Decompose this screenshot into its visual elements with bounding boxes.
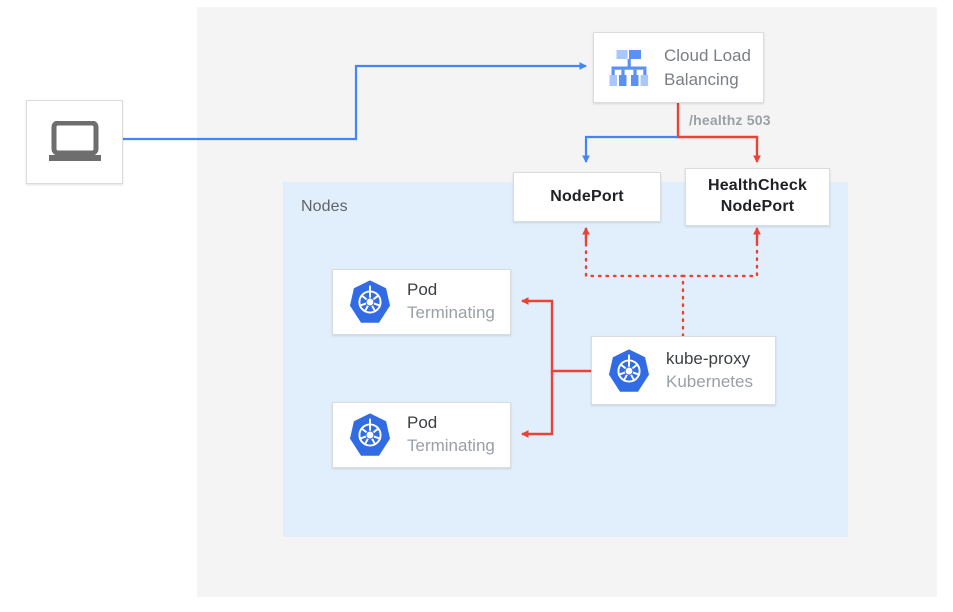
cloud-load-balancing-icon (608, 49, 650, 87)
pod-1-subtitle: Terminating (407, 303, 495, 322)
kubernetes-icon (347, 412, 393, 458)
healthz-edge-label: /healthz 503 (689, 112, 771, 128)
clb-label-line1: Cloud Load (664, 46, 751, 66)
kubernetes-icon (606, 348, 652, 394)
nodeport-node[interactable]: NodePort (513, 172, 661, 222)
client-node[interactable] (26, 100, 123, 184)
cloud-load-balancing-labels: Cloud Load Balancing (664, 44, 751, 91)
pod-2-labels: Pod Terminating (407, 412, 495, 458)
healthcheck-nodeport-node[interactable]: HealthCheck NodePort (685, 168, 830, 226)
pod-1-labels: Pod Terminating (407, 279, 495, 325)
kube-proxy-title: kube-proxy (666, 348, 751, 368)
kube-proxy-subtitle: Kubernetes (666, 371, 753, 391)
pod-node-1[interactable]: Pod Terminating (332, 269, 511, 335)
pod-2-subtitle: Terminating (407, 436, 495, 455)
cloud-load-balancing-node[interactable]: Cloud Load Balancing (593, 32, 764, 103)
nodes-region-label: Nodes (301, 198, 348, 215)
laptop-icon (48, 121, 102, 163)
kube-proxy-node[interactable]: kube-proxy Kubernetes (591, 336, 776, 405)
pod-2-title: Pod (407, 413, 438, 433)
pod-node-2[interactable]: Pod Terminating (332, 402, 511, 468)
pod-1-title: Pod (407, 280, 438, 300)
kube-proxy-labels: kube-proxy Kubernetes (666, 348, 753, 394)
healthcheck-nodeport-label-line2: NodePort (720, 198, 795, 215)
nodeport-label: NodePort (550, 187, 624, 205)
healthcheck-nodeport-labels: HealthCheck NodePort (708, 176, 807, 218)
clb-label-line2: Balancing (664, 69, 739, 89)
healthcheck-nodeport-label-line1: HealthCheck (707, 177, 808, 195)
kubernetes-icon (347, 279, 393, 325)
